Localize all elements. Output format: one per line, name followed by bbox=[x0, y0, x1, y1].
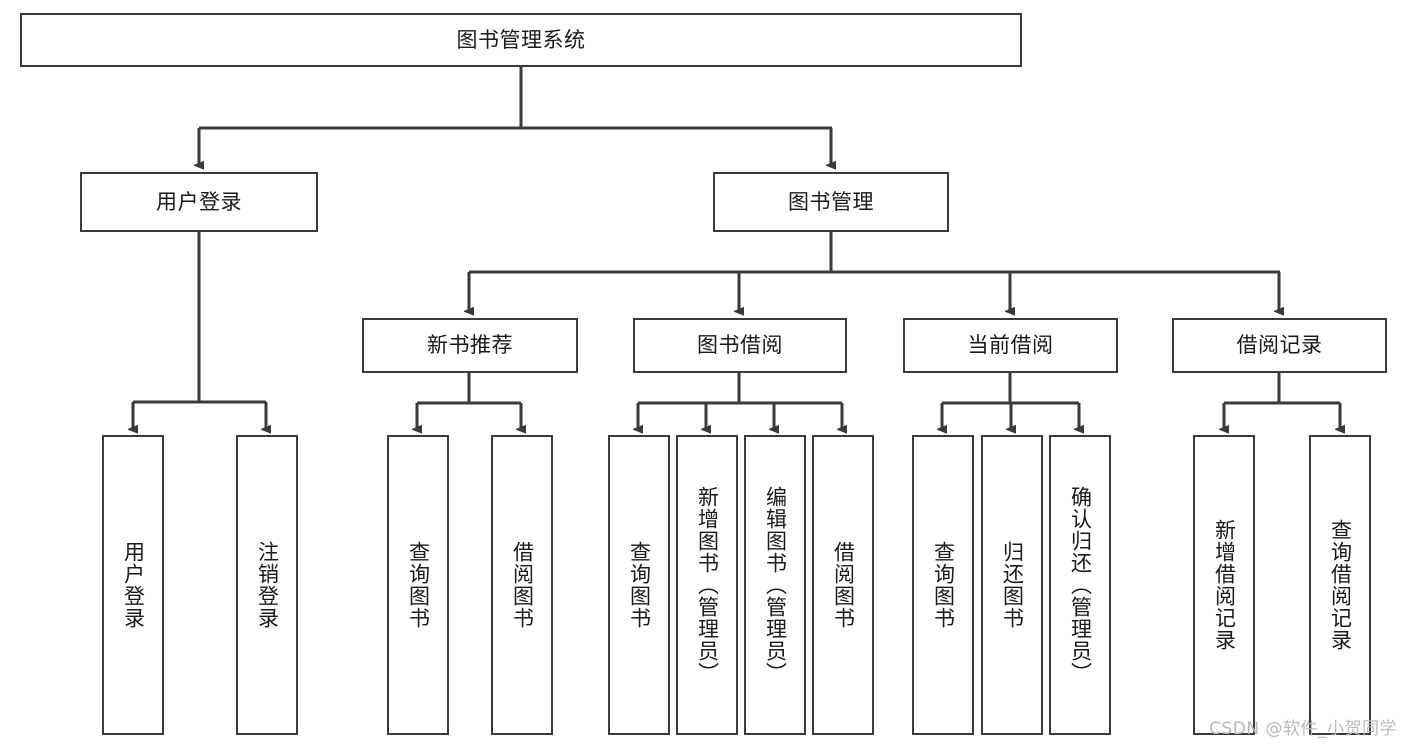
node-borrow-record-label: 借阅记录 bbox=[1236, 333, 1323, 358]
csdn-watermark: CSDN @软件_小贺同学 bbox=[1209, 719, 1397, 739]
node-user-login[interactable]: 用户登录 bbox=[80, 172, 318, 232]
node-current-borrow-label: 当前借阅 bbox=[967, 333, 1054, 358]
leaf-current-borrow-query-label: 查询图书 bbox=[931, 541, 956, 629]
leaf-user-login-logout-label: 注销登录 bbox=[255, 541, 280, 629]
leaf-new-book-borrow-label: 借阅图书 bbox=[510, 541, 535, 629]
node-root-label: 图书管理系统 bbox=[456, 27, 586, 52]
node-book-management[interactable]: 图书管理 bbox=[713, 172, 949, 232]
node-book-borrow-label: 图书借阅 bbox=[697, 333, 783, 358]
leaf-user-login-login-label: 用户登录 bbox=[121, 541, 146, 629]
leaf-current-borrow-confirm-return-label: 确认归还（管理员） bbox=[1068, 486, 1093, 684]
leaf-new-book-borrow[interactable]: 借阅图书 bbox=[491, 435, 553, 735]
leaf-current-borrow-return-label: 归还图书 bbox=[1000, 541, 1025, 629]
node-book-management-label: 图书管理 bbox=[788, 189, 874, 214]
leaf-book-borrow-borrow[interactable]: 借阅图书 bbox=[812, 435, 874, 735]
leaf-book-borrow-add-label: 新增图书（管理员） bbox=[695, 486, 720, 684]
leaf-current-borrow-return[interactable]: 归还图书 bbox=[981, 435, 1043, 735]
node-book-borrow[interactable]: 图书借阅 bbox=[633, 318, 847, 373]
node-new-book-recommend[interactable]: 新书推荐 bbox=[362, 318, 578, 373]
node-new-book-recommend-label: 新书推荐 bbox=[427, 333, 513, 358]
leaf-user-login-logout[interactable]: 注销登录 bbox=[236, 435, 298, 735]
leaf-current-borrow-query[interactable]: 查询图书 bbox=[912, 435, 974, 735]
leaf-borrow-record-query[interactable]: 查询借阅记录 bbox=[1309, 435, 1371, 735]
leaf-user-login-login[interactable]: 用户登录 bbox=[102, 435, 164, 735]
leaf-new-book-query[interactable]: 查询图书 bbox=[387, 435, 449, 735]
node-borrow-record[interactable]: 借阅记录 bbox=[1172, 318, 1387, 373]
node-current-borrow[interactable]: 当前借阅 bbox=[903, 318, 1118, 373]
leaf-borrow-record-add[interactable]: 新增借阅记录 bbox=[1193, 435, 1255, 735]
leaf-book-borrow-edit-label: 编辑图书（管理员） bbox=[763, 486, 788, 684]
node-user-login-label: 用户登录 bbox=[156, 189, 242, 214]
leaf-borrow-record-add-label: 新增借阅记录 bbox=[1212, 519, 1237, 651]
leaf-borrow-record-query-label: 查询借阅记录 bbox=[1328, 519, 1353, 651]
leaf-current-borrow-confirm-return[interactable]: 确认归还（管理员） bbox=[1049, 435, 1111, 735]
leaf-new-book-query-label: 查询图书 bbox=[406, 541, 431, 629]
leaf-book-borrow-query[interactable]: 查询图书 bbox=[608, 435, 670, 735]
leaf-book-borrow-add[interactable]: 新增图书（管理员） bbox=[676, 435, 738, 735]
leaf-book-borrow-borrow-label: 借阅图书 bbox=[831, 541, 856, 629]
leaf-book-borrow-query-label: 查询图书 bbox=[627, 541, 652, 629]
leaf-book-borrow-edit[interactable]: 编辑图书（管理员） bbox=[744, 435, 806, 735]
node-root-book-management-system[interactable]: 图书管理系统 bbox=[20, 13, 1022, 67]
